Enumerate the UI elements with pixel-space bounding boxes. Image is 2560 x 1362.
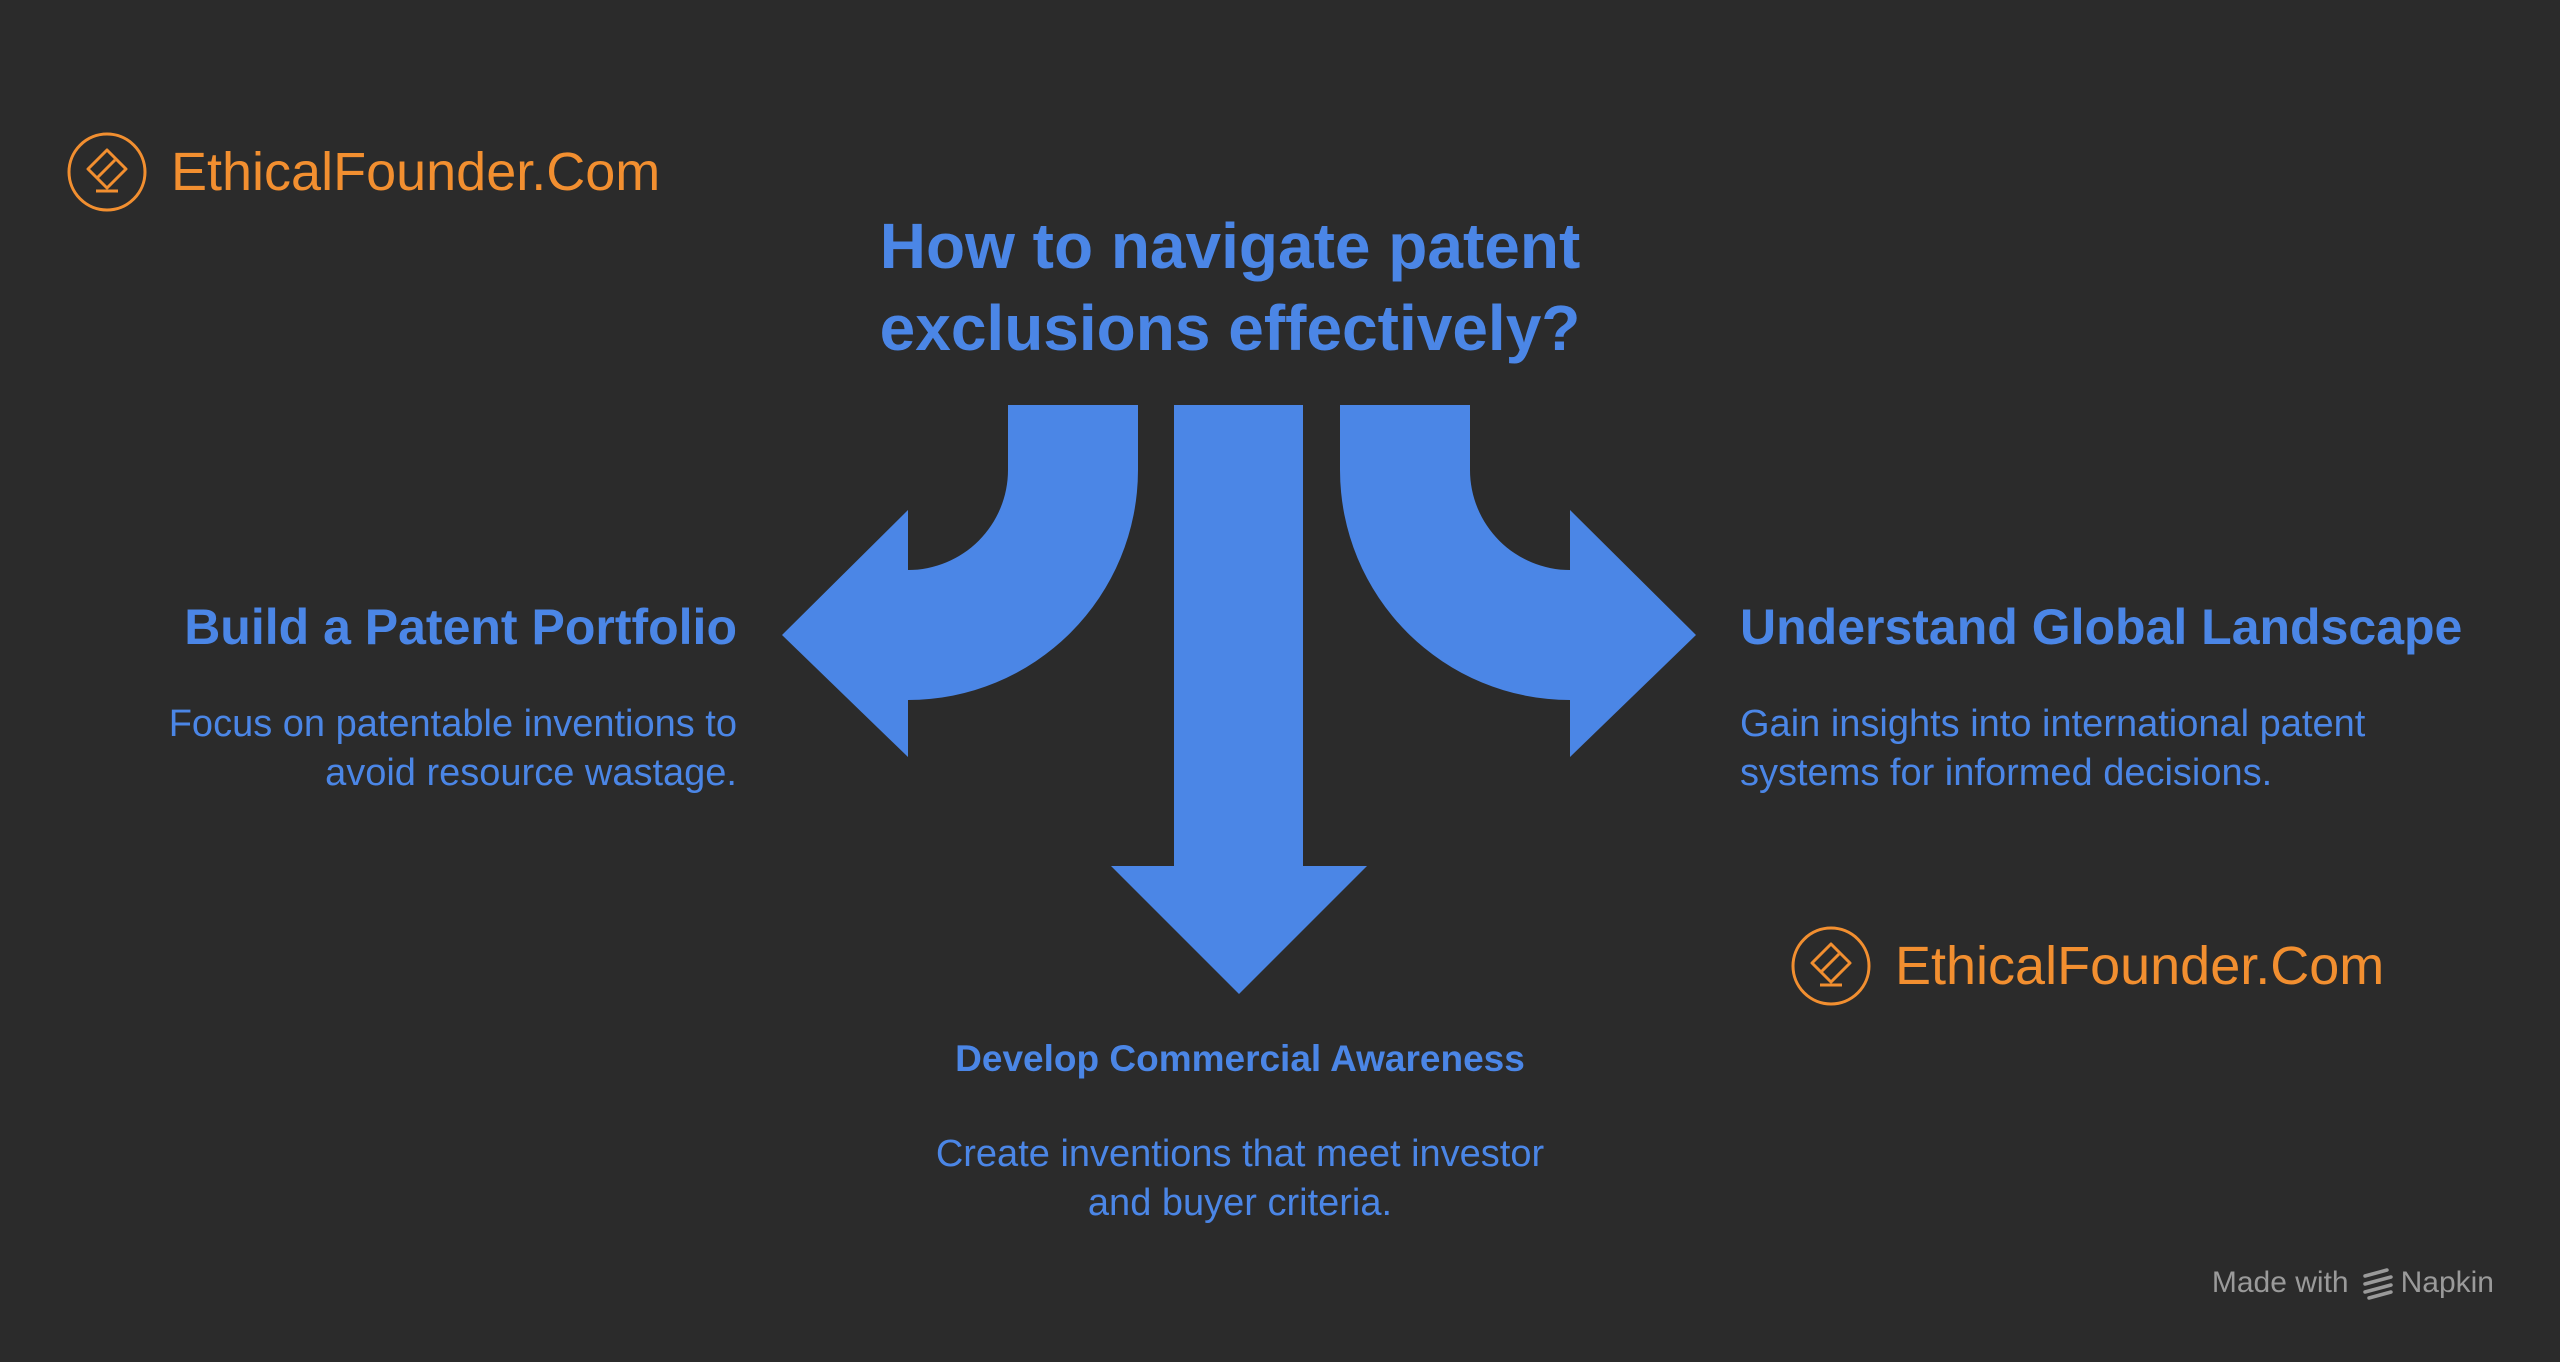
- napkin-logo-icon: [2361, 1266, 2395, 1300]
- left-branch-description: Focus on patentable inventions to avoid …: [0, 700, 737, 798]
- description-line: systems for informed decisions.: [1740, 749, 2500, 798]
- footer-prefix: Made with: [2212, 1266, 2349, 1300]
- down-arrow: [1111, 405, 1367, 994]
- brand-name: EthicalFounder.Com: [1895, 935, 2384, 997]
- description-line: Focus on patentable inventions to: [0, 700, 737, 749]
- left-arrow: [782, 405, 1138, 757]
- right-branch-heading: Understand Global Landscape: [1740, 598, 2462, 656]
- left-branch-heading: Build a Patent Portfolio: [184, 598, 737, 656]
- brand-logo-bottom: EthicalFounder.Com: [1790, 925, 2384, 1007]
- description-line: avoid resource wastage.: [0, 749, 737, 798]
- bottom-branch-heading: Develop Commercial Awareness: [880, 1038, 1600, 1080]
- right-arrow: [1340, 405, 1696, 757]
- pencil-circle-icon: [1790, 925, 1872, 1007]
- description-line: and buyer criteria.: [880, 1179, 1600, 1228]
- made-with-napkin: Made with Napkin: [2212, 1266, 2494, 1300]
- bottom-branch-description: Create inventions that meet investor and…: [880, 1130, 1600, 1228]
- right-branch-description: Gain insights into international patent …: [1740, 700, 2500, 798]
- description-line: Create inventions that meet investor: [880, 1130, 1600, 1179]
- description-line: Gain insights into international patent: [1740, 700, 2500, 749]
- footer-product: Napkin: [2401, 1266, 2494, 1300]
